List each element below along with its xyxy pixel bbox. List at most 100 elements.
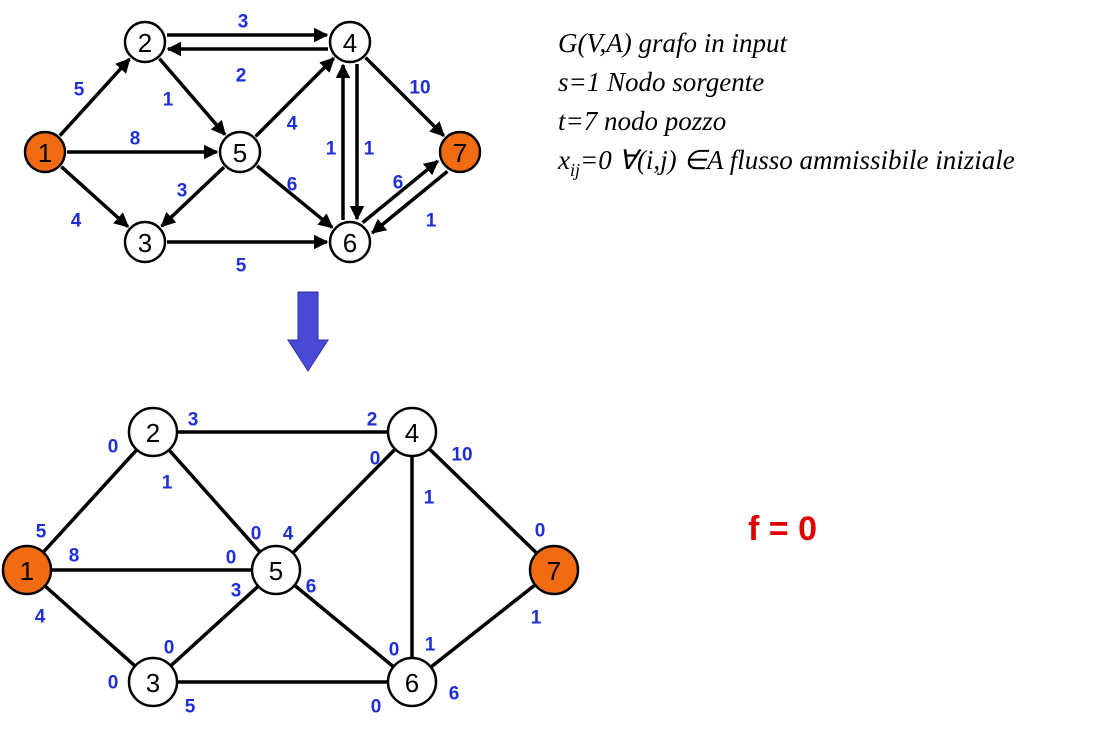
residual-edge-4-7 — [410, 430, 556, 572]
node-label: 4 — [405, 418, 419, 448]
residual-capacity-label: 0 — [371, 697, 382, 718]
arc-5-4 — [254, 57, 335, 138]
residual-capacity-label: 0 — [535, 521, 546, 542]
residual-capacity-label: 2 — [367, 410, 378, 431]
info-graph-line: G(V,A) grafo in input — [558, 28, 788, 58]
node-6 — [328, 220, 372, 264]
residual-capacity-label: 0 — [389, 640, 400, 661]
node-2 — [123, 20, 167, 64]
residual-graph-edges — [25, 430, 556, 684]
residual-capacity-label: 4 — [35, 607, 46, 628]
arc-capacity-label: 1 — [426, 211, 437, 232]
arc-capacity-label: 6 — [393, 173, 404, 194]
node-label: 1 — [20, 556, 34, 586]
node-7 — [438, 130, 482, 174]
residual-capacity-label: 5 — [185, 697, 196, 718]
residual-edge-6-7 — [410, 568, 556, 684]
residual-edge-2-5 — [151, 430, 278, 572]
info-flow-subscript: ij — [570, 160, 580, 180]
node-label: 7 — [453, 138, 467, 168]
node-4 — [328, 20, 372, 64]
arc-5-6 — [255, 164, 334, 229]
flow-value: f = 0 — [748, 510, 817, 548]
arc-capacity-label: 5 — [74, 80, 85, 101]
input-graph-arcs — [58, 27, 449, 250]
residual-node-7 — [528, 544, 580, 596]
residual-capacity-label: 3 — [231, 581, 242, 602]
arc-7-6 — [371, 169, 449, 235]
residual-capacity-label: 0 — [164, 638, 175, 659]
info-source-line: s=1 Nodo sorgente — [558, 67, 764, 97]
residual-capacity-label: 1 — [424, 488, 435, 509]
residual-node-5 — [250, 544, 302, 596]
arc-1-2 — [58, 57, 131, 137]
residual-capacity-label: 0 — [251, 524, 262, 545]
residual-capacity-label: 8 — [69, 546, 80, 567]
residual-edge-5-4 — [274, 430, 414, 572]
residual-capacity-label: 0 — [108, 437, 119, 458]
residual-edge-5-3 — [151, 568, 278, 684]
arc-1-3 — [60, 165, 130, 228]
residual-capacity-label: 3 — [188, 410, 199, 431]
arc-capacity-label: 4 — [71, 211, 82, 232]
info-flow-rest: =0 ∀(i,j) ∈A flusso ammissibile iniziale — [580, 145, 1015, 175]
info-flow-var: x — [557, 145, 570, 175]
arc-capacity-label: 2 — [236, 66, 247, 87]
residual-capacity-label: 0 — [108, 673, 119, 694]
info-flow-line: xij=0 ∀(i,j) ∈A flusso ammissibile inizi… — [557, 145, 1015, 180]
residual-node-3 — [127, 656, 179, 708]
input-graph-nodes: 1 2 3 4 5 6 7 — [23, 20, 482, 264]
node-label: 3 — [146, 668, 160, 698]
residual-capacity-label: 1 — [531, 608, 542, 629]
residual-capacity-label: 0 — [226, 548, 237, 569]
arc-5-3 — [160, 165, 226, 228]
arc-capacity-label: 3 — [238, 12, 249, 33]
residual-node-2 — [127, 406, 179, 458]
residual-capacity-label: 0 — [370, 449, 381, 470]
arc-capacity-label: 1 — [364, 139, 375, 160]
arc-capacity-label: 1 — [163, 90, 174, 111]
arc-capacity-label: 1 — [326, 139, 337, 160]
residual-edge-5-6 — [274, 568, 414, 684]
residual-capacity-label: 6 — [449, 684, 460, 705]
problem-description: G(V,A) grafo in input s=1 Nodo sorgente … — [557, 28, 1015, 180]
residual-capacity-label: 1 — [425, 635, 436, 656]
node-label: 3 — [138, 228, 152, 258]
node-1 — [23, 130, 67, 174]
residual-capacity-label: 6 — [306, 577, 317, 598]
down-arrow — [287, 291, 329, 372]
arc-4-7 — [364, 56, 445, 137]
arc-capacity-label: 8 — [130, 129, 141, 150]
arc-capacity-label: 4 — [287, 114, 298, 135]
arc-capacity-label: 10 — [409, 78, 430, 99]
node-label: 6 — [405, 668, 419, 698]
arc-capacity-label: 5 — [236, 256, 247, 277]
node-label: 1 — [38, 138, 52, 168]
node-label: 5 — [269, 556, 283, 586]
node-3 — [123, 220, 167, 264]
node-label: 5 — [233, 138, 247, 168]
node-label: 4 — [343, 28, 357, 58]
node-label: 2 — [146, 418, 160, 448]
residual-node-1 — [1, 544, 53, 596]
residual-node-4 — [386, 406, 438, 458]
residual-capacity-label: 4 — [283, 524, 294, 545]
node-label: 7 — [547, 556, 561, 586]
node-label: 2 — [138, 28, 152, 58]
residual-capacity-label: 5 — [36, 522, 47, 543]
node-5 — [218, 130, 262, 174]
residual-node-6 — [386, 656, 438, 708]
residual-edge-1-2 — [25, 430, 155, 572]
residual-capacity-label: 10 — [451, 445, 472, 466]
arc-capacity-label: 6 — [287, 175, 298, 196]
node-label: 6 — [343, 228, 357, 258]
residual-edge-1-3 — [25, 568, 155, 684]
residual-capacity-label: 1 — [162, 473, 173, 494]
arc-2-5 — [158, 57, 227, 136]
info-sink-line: t=7 nodo pozzo — [558, 106, 726, 136]
arc-6-7 — [361, 159, 439, 225]
